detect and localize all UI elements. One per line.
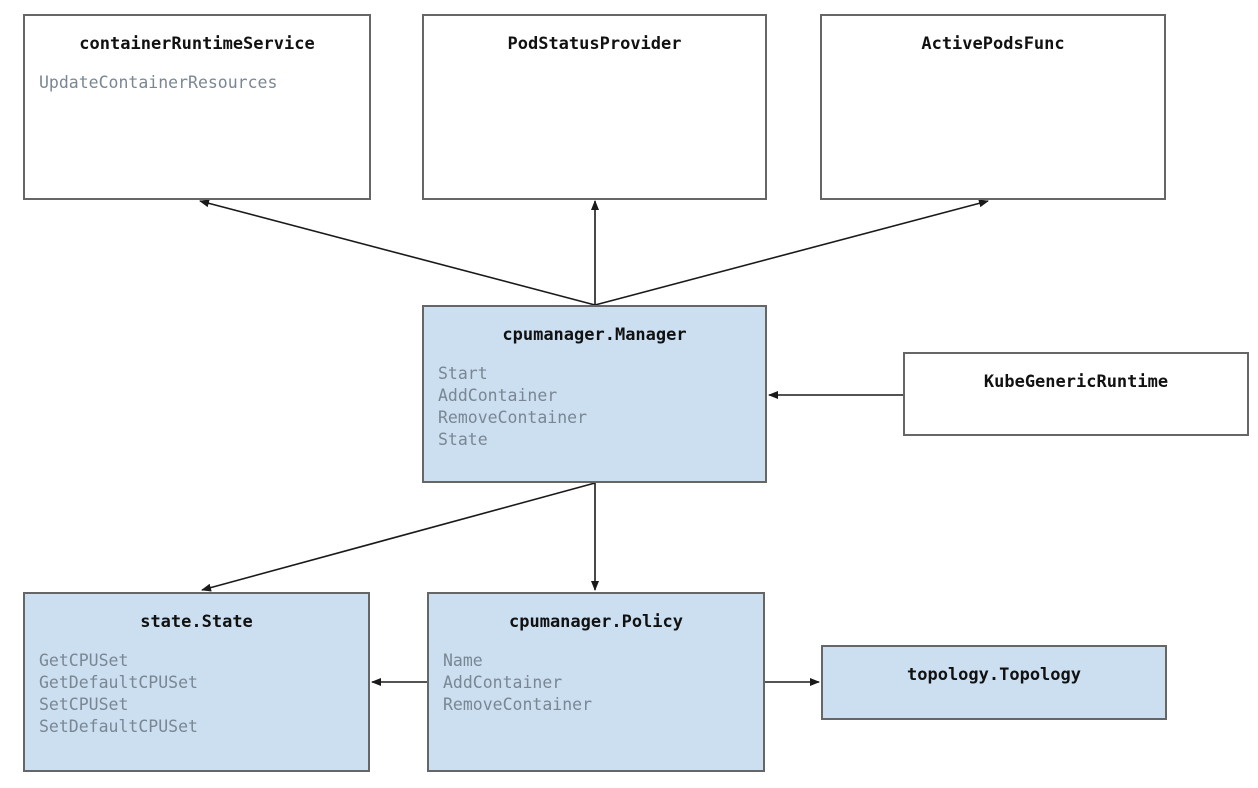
node-method: SetDefaultCPUSet: [39, 717, 198, 736]
node-topologyTopology[interactable]: topology.Topology: [821, 645, 1167, 720]
edge-manager-to-containerRuntimeService: [199, 199, 596, 306]
node-title: state.State: [140, 612, 253, 632]
node-method: AddContainer: [443, 673, 563, 692]
node-title: ActivePodsFunc: [921, 34, 1065, 54]
node-title: topology.Topology: [907, 665, 1081, 685]
node-method: UpdateContainerResources: [39, 73, 278, 92]
node-podStatusProvider[interactable]: PodStatusProvider: [422, 14, 767, 200]
node-activePodsFunc[interactable]: ActivePodsFunc: [820, 14, 1166, 200]
node-kubeGenericRuntime[interactable]: KubeGenericRuntime: [903, 352, 1249, 436]
edge-manager-to-stateState: [201, 482, 596, 592]
node-title: cpumanager.Policy: [509, 612, 683, 632]
node-method: Name: [443, 651, 483, 670]
node-title: KubeGenericRuntime: [983, 372, 1169, 392]
node-method: GetDefaultCPUSet: [39, 673, 198, 692]
node-method: AddContainer: [438, 386, 558, 405]
node-method: RemoveContainer: [443, 695, 593, 714]
node-method-list: UpdateContainerResources: [39, 72, 369, 94]
node-title: containerRuntimeService: [79, 34, 315, 54]
node-method: GetCPUSet: [39, 651, 129, 670]
node-method: RemoveContainer: [438, 408, 588, 427]
node-title: PodStatusProvider: [507, 34, 682, 54]
node-title: cpumanager.Manager: [502, 325, 687, 345]
node-method: SetCPUSet: [39, 695, 129, 714]
edge-manager-to-activePodsFunc: [594, 199, 989, 306]
node-method: State: [438, 430, 488, 449]
node-method: Start: [438, 364, 488, 383]
